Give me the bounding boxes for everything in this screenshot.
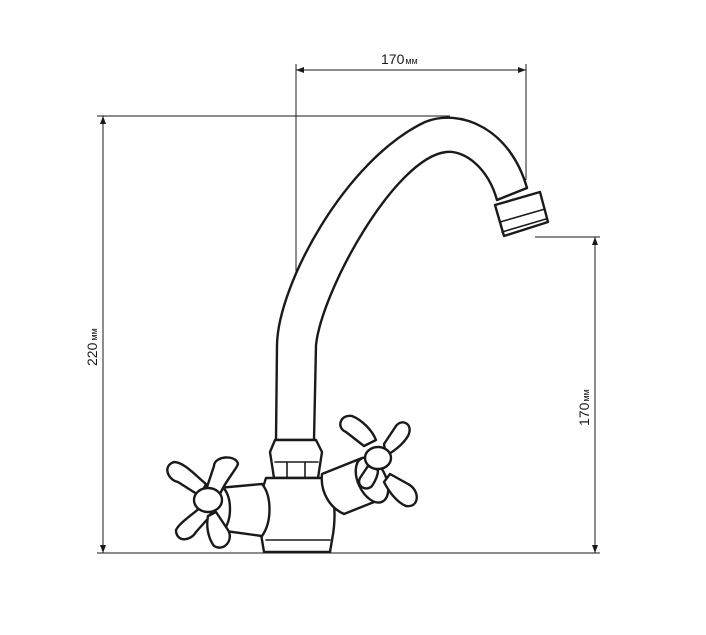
right-handle-hub [363, 445, 393, 471]
right-handle-arm-left [357, 464, 380, 490]
reach-arrow-left [296, 67, 304, 73]
height-spout-dimension-label: 170мм [576, 389, 592, 426]
left-handle-arm-left [166, 460, 208, 498]
reach-dimension-label: 170мм [381, 51, 418, 67]
spout [274, 116, 529, 442]
faucet [166, 116, 550, 554]
left-cross-handle [166, 456, 240, 549]
aerator-base-ring [501, 218, 547, 233]
aerator-body [493, 190, 550, 238]
height-spout-arrow-top [592, 237, 598, 245]
reach-value: 170 [381, 51, 405, 67]
height-total-arrow-bottom [100, 545, 106, 553]
height-total-value: 220 [84, 342, 100, 366]
right-handle-arm-top [339, 414, 378, 448]
height-spout-unit: мм [581, 389, 591, 401]
left-handle-hub [192, 486, 224, 514]
left-handle-arm-right [206, 510, 231, 549]
aerator [493, 190, 550, 238]
height-spout-arrow-bottom [592, 545, 598, 553]
right-cross-handle [339, 414, 418, 508]
height-total-arrow-top [100, 116, 106, 124]
height-total-unit: мм [89, 328, 99, 340]
left-handle-arm-bottom [174, 504, 214, 541]
aerator-ring [499, 208, 546, 223]
collar-nut [268, 438, 324, 480]
height-spout-value: 170 [576, 402, 592, 426]
reach-arrow-right [518, 67, 526, 73]
left-valve-housing [216, 482, 271, 538]
height-total-dimension-label: 220 мм [84, 328, 100, 366]
right-handle-arm-bottom [382, 472, 418, 508]
left-handle-arm-top [204, 456, 240, 496]
reach-unit: мм [405, 56, 417, 66]
dimension-lines [97, 64, 600, 554]
